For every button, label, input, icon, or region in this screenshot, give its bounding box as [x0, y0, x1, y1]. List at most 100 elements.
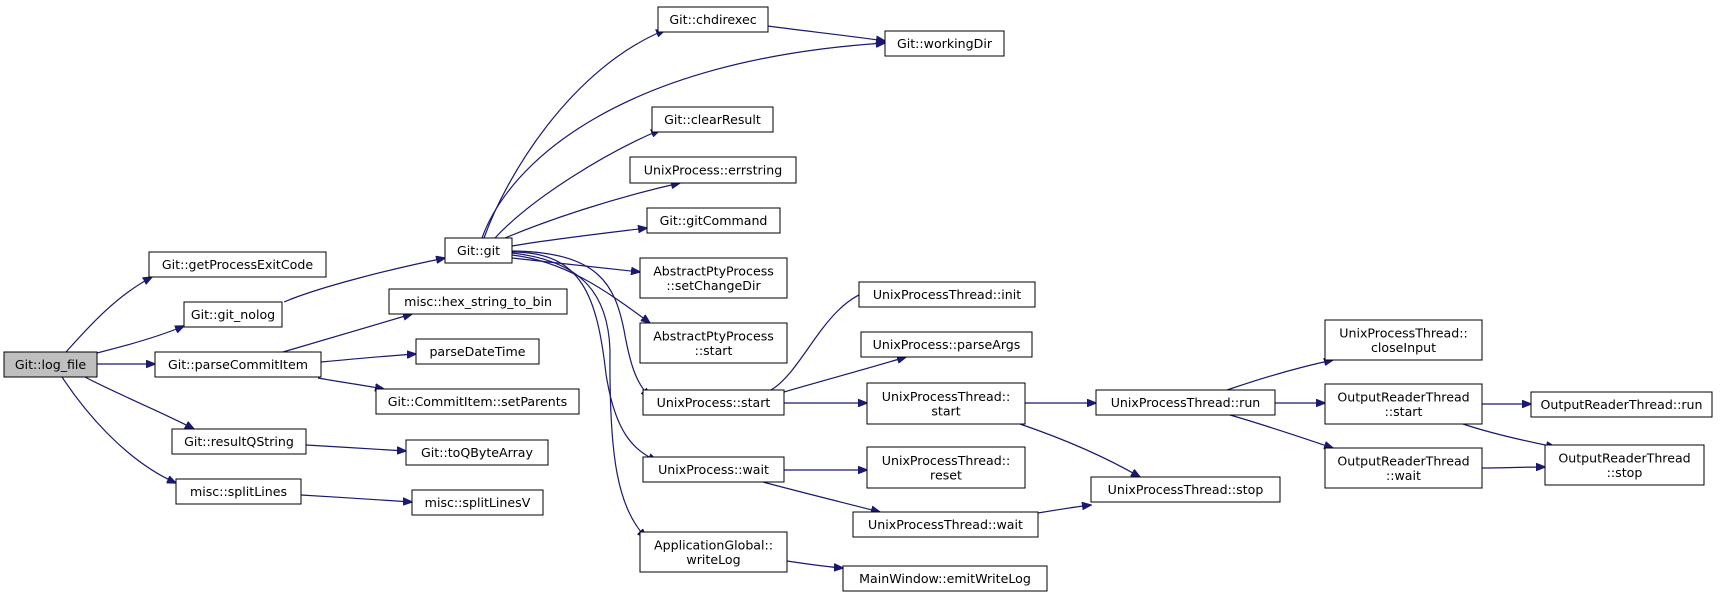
edge-arrow: [1462, 423, 1555, 447]
node-box: [1544, 444, 1705, 486]
node-uptWait[interactable]: UnixProcessThread::wait: [852, 511, 1039, 538]
edge-arrow: [511, 257, 640, 272]
node-parseArgs[interactable]: UnixProcess::parseArgs: [860, 331, 1033, 358]
node-closeInput[interactable]: UnixProcessThread::closeInput: [1324, 319, 1483, 361]
node-box: [657, 6, 769, 33]
edge-uptRun-to-ortWait: [1229, 414, 1333, 448]
edge-resultQString-to-toQByteArray: [305, 444, 406, 451]
node-git[interactable]: Git::git: [444, 237, 513, 264]
edge-git-to-upStart: [511, 250, 650, 397]
node-aptyStart[interactable]: AbstractPtyProcess::start: [639, 322, 788, 364]
node-ortRun[interactable]: OutputReaderThread::run: [1530, 391, 1713, 418]
node-gitCommand[interactable]: Git::gitCommand: [646, 207, 781, 234]
edge-parseCommitItem-to-hex_string_to_bin: [282, 314, 412, 353]
node-label: UnixProcessThread::stop: [1108, 482, 1264, 497]
node-box: [866, 382, 1026, 425]
edge-git-to-setChangeDir: [511, 257, 640, 272]
edge-log_file-to-git_nolog: [96, 326, 184, 354]
edge-arrow: [786, 560, 843, 568]
node-workingDir[interactable]: Git::workingDir: [884, 30, 1005, 57]
node-label: start: [931, 403, 960, 418]
edge-arrow: [61, 376, 176, 483]
node-label: closeInput: [1371, 340, 1436, 355]
node-splitLinesV[interactable]: misc::splitLinesV: [411, 489, 544, 516]
node-box: [444, 237, 513, 264]
node-writeLog[interactable]: ApplicationGlobal::writeLog: [639, 531, 788, 573]
node-toQByteArray[interactable]: Git::toQByteArray: [405, 439, 549, 466]
node-uptInit[interactable]: UnixProcessThread::init: [858, 281, 1036, 308]
node-label: Git::git_nolog: [191, 307, 275, 322]
edge-git-to-workingDir: [481, 43, 885, 239]
edge-arrow: [504, 183, 680, 239]
node-label: UnixProcessThread::: [882, 453, 1010, 468]
node-ortStop[interactable]: OutputReaderThread::stop: [1544, 444, 1705, 486]
edge-log_file-to-getProcessExitCode: [65, 277, 152, 353]
nodes-layer: Git::log_fileGit::getProcessExitCodeGit:…: [3, 6, 1713, 592]
node-label: UnixProcessThread::init: [873, 287, 1021, 302]
edge-arrow: [1226, 360, 1333, 391]
node-setParents[interactable]: Git::CommitItem::setParents: [375, 388, 580, 415]
edge-writeLog-to-emitWriteLog: [786, 560, 843, 568]
node-label: Git::toQByteArray: [421, 445, 533, 460]
node-hex_string_to_bin[interactable]: misc::hex_string_to_bin: [388, 288, 568, 315]
node-getProcessExitCode[interactable]: Git::getProcessExitCode: [148, 251, 327, 278]
node-box: [639, 322, 788, 364]
node-uptStop[interactable]: UnixProcessThread::stop: [1090, 476, 1281, 503]
node-box: [884, 30, 1005, 57]
node-label: AbstractPtyProcess: [653, 263, 774, 278]
node-label: Git::gitCommand: [660, 213, 768, 228]
node-label: misc::splitLinesV: [425, 495, 531, 510]
node-uptStart[interactable]: UnixProcessThread::start: [866, 382, 1026, 425]
edge-splitLines-to-splitLinesV: [300, 494, 412, 502]
node-ortWait[interactable]: OutputReaderThread::wait: [1324, 447, 1483, 489]
edge-arrow: [511, 254, 650, 323]
node-git_nolog[interactable]: Git::git_nolog: [183, 301, 283, 328]
edge-arrow: [783, 357, 906, 393]
node-label: OutputReaderThread: [1337, 389, 1469, 404]
node-box: [411, 489, 544, 516]
node-label: ::wait: [1386, 468, 1421, 483]
node-label: MainWindow::emitWriteLog: [859, 571, 1031, 586]
node-box: [646, 207, 781, 234]
node-emitWriteLog[interactable]: MainWindow::emitWriteLog: [842, 565, 1048, 592]
edge-arrow: [320, 354, 416, 363]
node-box: [852, 511, 1039, 538]
node-box: [415, 338, 540, 365]
edge-uptRun-to-closeInput: [1226, 360, 1333, 391]
node-box: [148, 251, 327, 278]
node-resultQString[interactable]: Git::resultQString: [171, 428, 307, 455]
node-parseDateTime[interactable]: parseDateTime: [415, 338, 540, 365]
node-ortStart[interactable]: OutputReaderThread::start: [1324, 383, 1483, 425]
node-splitLines[interactable]: misc::splitLines: [175, 478, 302, 505]
node-setChangeDir[interactable]: AbstractPtyProcess::setChangeDir: [639, 257, 788, 299]
node-box: [175, 478, 302, 505]
node-errstring[interactable]: UnixProcess::errstring: [629, 156, 797, 184]
node-clearResult[interactable]: Git::clearResult: [651, 106, 774, 133]
edge-arrow: [283, 258, 445, 303]
node-label: Git::clearResult: [664, 112, 761, 127]
node-upStart[interactable]: UnixProcess::start: [642, 389, 785, 416]
edge-parseCommitItem-to-parseDateTime: [320, 354, 416, 363]
node-parseCommitItem[interactable]: Git::parseCommitItem: [154, 351, 322, 378]
edge-arrow: [1037, 505, 1091, 514]
edge-arrow: [511, 228, 647, 247]
node-label: OutputReaderThread: [1337, 453, 1469, 468]
node-upWait[interactable]: UnixProcess::wait: [642, 456, 785, 483]
edge-git-to-upWait: [511, 251, 657, 461]
edge-arrow: [300, 494, 412, 502]
node-uptRun[interactable]: UnixProcessThread::run: [1095, 389, 1276, 416]
node-box: [388, 288, 568, 315]
node-label: parseDateTime: [429, 344, 525, 359]
edge-arrow: [317, 377, 384, 389]
node-uptReset[interactable]: UnixProcessThread::reset: [866, 446, 1026, 489]
edge-arrow: [511, 252, 646, 538]
edge-git-to-chdirexec: [483, 30, 665, 239]
node-label: Git::log_file: [15, 357, 87, 372]
node-label: Git::parseCommitItem: [168, 357, 308, 372]
node-log_file[interactable]: Git::log_file: [3, 351, 98, 378]
edge-uptWait-to-uptStop: [1037, 505, 1091, 514]
edge-arrow: [65, 277, 152, 353]
edge-arrow: [767, 25, 885, 41]
node-chdirexec[interactable]: Git::chdirexec: [657, 6, 769, 33]
